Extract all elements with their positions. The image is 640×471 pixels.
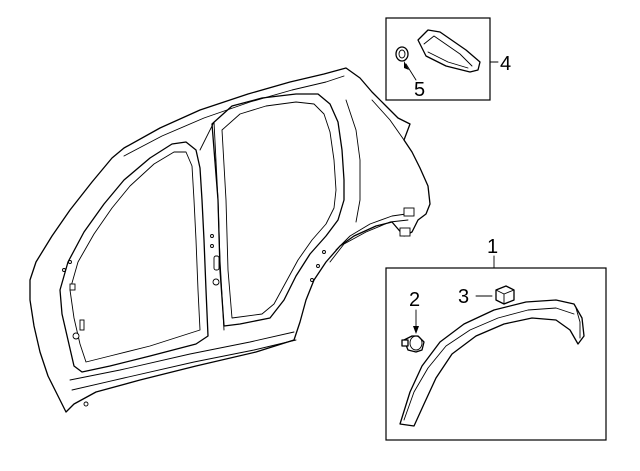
body-side-panel[interactable] <box>29 67 431 413</box>
part-2-clip[interactable] <box>401 335 425 353</box>
part-3-retainer[interactable] <box>495 285 515 305</box>
callout-4: 4 <box>500 53 511 75</box>
parts-1-2-3-box <box>385 255 607 441</box>
leader-5 <box>405 63 417 81</box>
leader-2-arrowhead <box>413 326 419 334</box>
part-4-molding[interactable] <box>417 29 481 73</box>
callout-5: 5 <box>414 79 425 101</box>
leader-5-arrowhead <box>404 61 409 70</box>
callout-3: 3 <box>458 286 469 308</box>
parts-4-5-box <box>385 17 499 101</box>
part-5-plug[interactable] <box>395 46 409 62</box>
callout-1: 1 <box>487 236 498 258</box>
part-1-wheel-opening-molding[interactable] <box>399 299 585 427</box>
callout-2: 2 <box>409 289 420 311</box>
